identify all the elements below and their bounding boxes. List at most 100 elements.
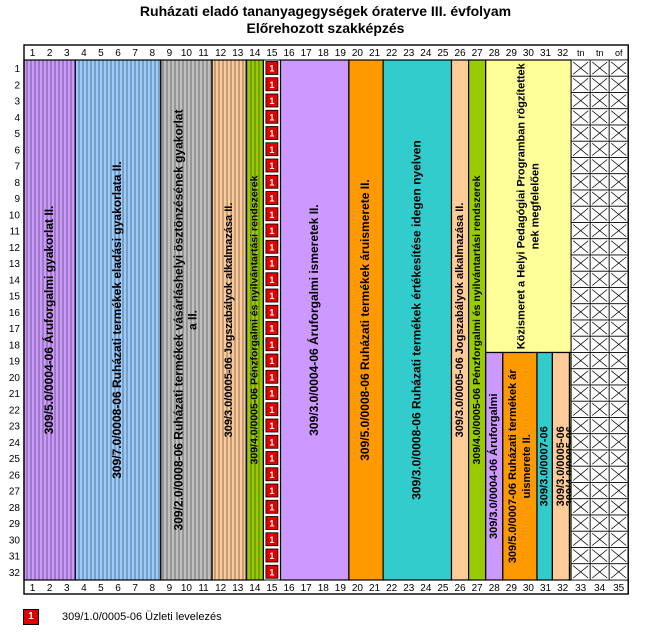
week-number-header: 9	[167, 48, 173, 59]
cross-line	[572, 126, 589, 140]
correspondence-marker-label: 1	[269, 80, 274, 90]
week-number-footer: 21	[369, 583, 381, 594]
cross-line	[610, 305, 627, 319]
cross-line	[610, 142, 627, 156]
subject-block-label: 309/3.0/0007-06	[539, 426, 551, 506]
hour-row-number: 10	[9, 210, 21, 221]
cross-line	[591, 484, 608, 498]
week-number-footer: 24	[420, 583, 432, 594]
subject-block-label: 309/3.0/0005-06 Jogszabályok alkalmazása…	[454, 203, 466, 438]
cross-line	[610, 77, 627, 91]
cross-line	[572, 159, 589, 173]
hour-row-number: 22	[9, 405, 21, 416]
week-number-header: 2	[47, 48, 53, 59]
correspondence-marker	[265, 369, 279, 384]
correspondence-marker	[265, 223, 279, 238]
hour-row-number: 2	[14, 80, 20, 91]
hour-row-number: 12	[9, 243, 21, 254]
week-number-header: 10	[181, 48, 193, 59]
hour-row-number: 5	[14, 129, 20, 140]
cross-line	[610, 191, 627, 205]
week-number-header: 17	[301, 48, 313, 59]
correspondence-marker	[265, 321, 279, 335]
cross-line	[591, 207, 608, 221]
week-number-footer: 10	[181, 583, 193, 594]
correspondence-marker	[265, 126, 279, 140]
subject-block-label: 309/3.0/0005-06 Jogszabályok alkalmazása…	[223, 203, 235, 438]
week-number-header: 14	[249, 48, 261, 59]
cross-line	[572, 516, 589, 530]
week-number-footer: 28	[489, 583, 501, 594]
cross-line	[610, 549, 627, 563]
hour-row-number: 31	[9, 552, 21, 563]
cross-line	[572, 94, 589, 108]
extra-column-footer: 35	[613, 583, 625, 594]
week-number-footer: 26	[454, 583, 466, 594]
correspondence-marker-label: 1	[269, 64, 274, 74]
week-number-footer: 1	[30, 583, 36, 594]
cross-line	[591, 467, 608, 481]
cross-line	[572, 549, 589, 563]
hour-row-number: 6	[14, 145, 20, 156]
cross-line	[591, 159, 608, 173]
week-number-footer: 19	[335, 583, 347, 594]
week-number-footer: 27	[472, 583, 484, 594]
cross-line	[572, 337, 589, 351]
extra-column-header: tn	[577, 48, 585, 58]
week-number-footer: 25	[437, 583, 449, 594]
correspondence-marker	[265, 548, 279, 563]
week-number-footer: 15	[266, 583, 278, 594]
correspondence-marker-label: 1	[269, 421, 274, 431]
cross-line	[591, 435, 608, 449]
cross-line	[572, 256, 589, 270]
extra-column-header: tn	[596, 48, 604, 58]
correspondence-marker	[265, 434, 279, 449]
correspondence-marker	[265, 174, 279, 189]
correspondence-marker	[265, 451, 279, 465]
correspondence-marker-label: 1	[269, 372, 274, 382]
week-number-header: 20	[352, 48, 364, 59]
correspondence-marker	[265, 483, 279, 498]
hour-row-number: 21	[9, 389, 21, 400]
extra-column-footer: 33	[575, 583, 587, 594]
hour-row-number: 26	[9, 470, 21, 481]
cross-line	[610, 321, 627, 335]
week-number-footer: 32	[557, 583, 569, 594]
cross-line	[591, 77, 608, 91]
correspondence-marker-label: 1	[269, 486, 274, 496]
week-number-footer: 14	[249, 583, 261, 594]
cross-line	[572, 321, 589, 335]
week-number-header: 6	[115, 48, 121, 59]
correspondence-marker-label: 1	[269, 356, 274, 366]
cross-line	[591, 532, 608, 546]
subject-block-label: 309/4.0/0005-06 Pénzforgalmi és nyilvánt…	[249, 175, 261, 464]
correspondence-marker	[265, 532, 279, 547]
cross-line	[572, 435, 589, 449]
cross-line	[610, 386, 627, 400]
correspondence-marker	[265, 516, 279, 530]
correspondence-marker-label: 1	[269, 307, 274, 317]
page-subtitle: Előrehozott szakképzés	[246, 20, 405, 36]
extra-column-header: of	[615, 48, 623, 58]
correspondence-marker	[265, 386, 279, 400]
subject-block	[74, 59, 162, 581]
cross-line	[610, 337, 627, 351]
correspondence-marker-label: 1	[269, 340, 274, 350]
week-number-header: 4	[81, 48, 87, 59]
cross-line	[610, 435, 627, 449]
correspondence-marker-label: 1	[269, 161, 274, 171]
cross-line	[591, 549, 608, 563]
cross-line	[572, 467, 589, 481]
hour-row-number: 25	[9, 454, 21, 465]
cross-line	[591, 565, 608, 579]
correspondence-marker	[265, 207, 279, 222]
correspondence-marker-label: 1	[269, 145, 274, 155]
week-number-header: 22	[386, 48, 398, 59]
cross-line	[610, 516, 627, 530]
cross-line	[572, 207, 589, 221]
week-number-footer: 17	[301, 583, 313, 594]
hour-row-number: 13	[9, 259, 21, 270]
hour-row-number: 20	[9, 373, 21, 384]
week-number-footer: 3	[64, 583, 70, 594]
